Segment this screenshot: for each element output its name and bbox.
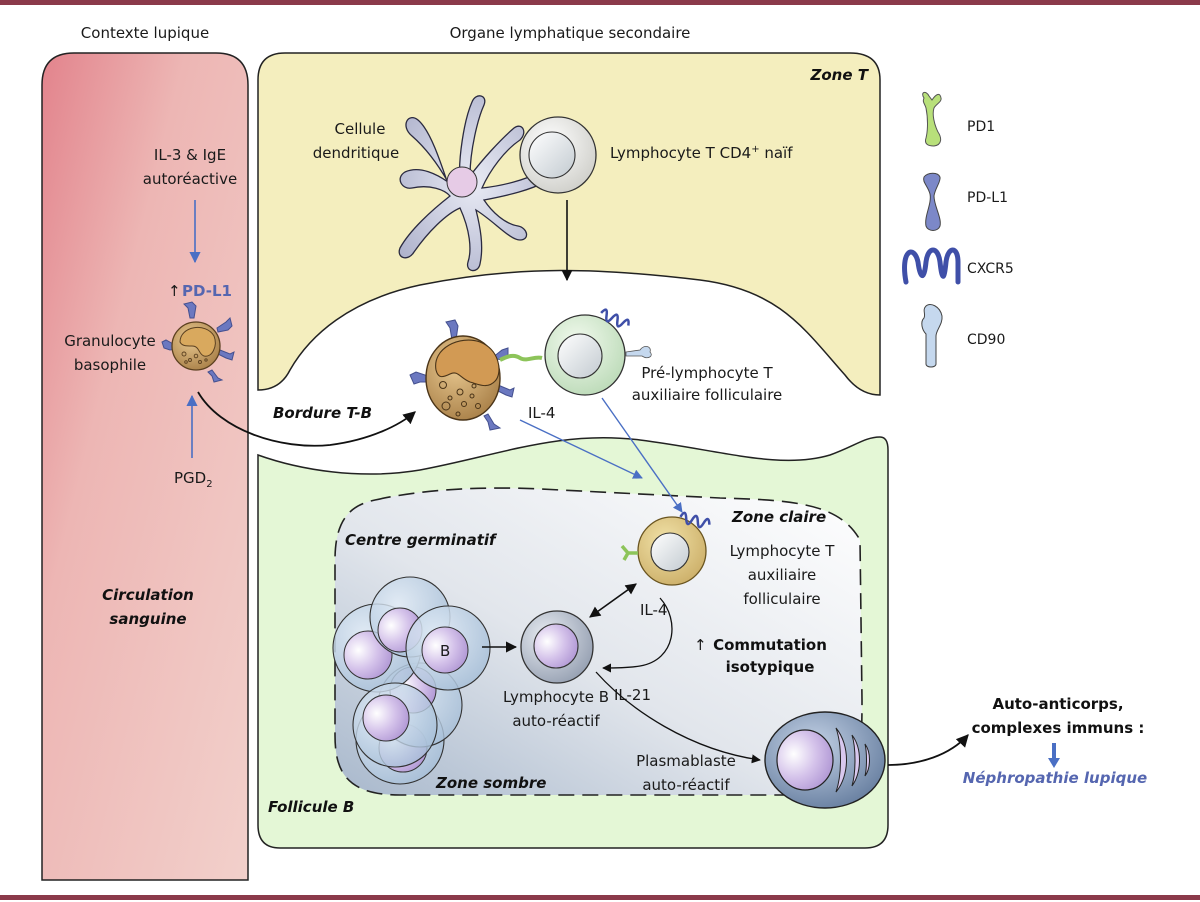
outcome-result: Néphropathie lupique bbox=[963, 769, 1147, 787]
germinal-center-label: Centre germinatif bbox=[345, 531, 498, 549]
naive-t-superscript: + bbox=[751, 144, 759, 155]
bottom-frame-line bbox=[0, 895, 1200, 900]
commutation-label-line1: Commutation bbox=[713, 636, 827, 654]
pre-tfh-label-line1: Pré-lymphocyte T bbox=[641, 364, 773, 382]
cxcr5-receptor-icon bbox=[902, 247, 961, 285]
pdl1-up-arrow: ↑ bbox=[168, 282, 181, 300]
legend-label-pd1: PD1 bbox=[967, 119, 995, 135]
tfh-cell bbox=[620, 511, 711, 586]
commutation-up-arrow: ↑ bbox=[694, 636, 707, 654]
pgd2-subscript: 2 bbox=[206, 479, 212, 490]
il4-border-label: IL-4 bbox=[528, 404, 555, 422]
circulation-label-line1: Circulation bbox=[102, 586, 194, 604]
outcome-line2: complexes immuns : bbox=[972, 719, 1145, 737]
pre-tfh-cell bbox=[544, 308, 652, 396]
b-marker-label: B bbox=[440, 642, 450, 660]
b-cell-label-line1: Lymphocyte B bbox=[503, 688, 609, 706]
migration-arrow bbox=[197, 391, 416, 447]
il4-feedback-arrow bbox=[602, 597, 673, 673]
legend-label-cxcr5: CXCR5 bbox=[967, 261, 1014, 277]
naive-t-cell bbox=[519, 116, 597, 194]
b-cell-label-line2: auto-réactif bbox=[512, 712, 600, 730]
pd1-receptor-icon bbox=[922, 91, 942, 147]
dendritic-cell-label-line1: Cellule bbox=[335, 120, 386, 138]
follicle-b-label: Follicule B bbox=[268, 798, 354, 816]
t-zone-panel bbox=[257, 52, 881, 396]
outcome-down-arrow bbox=[1048, 743, 1060, 768]
header-lupus-context: Contexte lupique bbox=[81, 24, 209, 42]
bordure-tb-label: Bordure T-B bbox=[273, 404, 372, 422]
legend-label-pdl1: PD-L1 bbox=[967, 190, 1008, 206]
pd1-on-tfh bbox=[620, 544, 638, 561]
zone-t-label: Zone T bbox=[810, 66, 870, 84]
naive-t-label: Lymphocyte T CD4+ naïf bbox=[610, 144, 793, 162]
plasmablast-to-outcome-arrow bbox=[887, 734, 969, 766]
tfh-label-line3: folliculaire bbox=[743, 590, 820, 608]
germinal-center-region bbox=[334, 487, 863, 796]
dark-zone-b-cell-cluster: B bbox=[332, 576, 491, 785]
plasmablast-label-line2: auto-réactif bbox=[642, 776, 730, 794]
stimulus-label-line1: IL-3 & IgE bbox=[154, 146, 226, 164]
dark-zone-label: Zone sombre bbox=[435, 774, 546, 792]
cxcr5-on-pre-tfh bbox=[600, 308, 630, 328]
tfh-label-line2: auxiliaire bbox=[748, 566, 817, 584]
b-tfh-interaction-arrow bbox=[589, 583, 637, 618]
legend-label-cd90: CD90 bbox=[967, 332, 1005, 348]
pre-tfh-label-line2: auxiliaire folliculaire bbox=[632, 386, 783, 404]
circulation-label-line2: sanguine bbox=[109, 610, 186, 628]
pdl1-ligand-icon bbox=[923, 172, 941, 231]
top-frame-line bbox=[0, 0, 1200, 5]
basophil-cell-border bbox=[409, 319, 515, 431]
pgd2-main: PGD bbox=[174, 469, 206, 487]
il4-gc-label: IL-4 bbox=[640, 601, 667, 619]
naive-t-suffix: naïf bbox=[760, 144, 794, 162]
naive-t-main: Lymphocyte T CD4 bbox=[610, 144, 751, 162]
plasmablast-label-line1: Plasmablaste bbox=[636, 752, 736, 770]
b-to-plasmablast-arrow bbox=[595, 671, 761, 764]
basophil-cell-blood bbox=[161, 301, 235, 383]
autoreactive-b-cell bbox=[520, 610, 594, 684]
dendritic-cell-label-line2: dendritique bbox=[313, 144, 399, 162]
pd1-pdl1-interaction bbox=[499, 353, 543, 362]
cxcr5-on-tfh bbox=[679, 511, 711, 529]
cd90-on-pre-tfh bbox=[625, 346, 652, 359]
tfh-label-line1: Lymphocyte T bbox=[730, 542, 836, 560]
commutation-label-line2: isotypique bbox=[726, 658, 815, 676]
legend: PD1 PD-L1 CXCR5 CD90 bbox=[902, 91, 1014, 368]
dendritic-cell bbox=[398, 95, 550, 272]
basophil-label-line2: basophile bbox=[74, 356, 146, 374]
cd90-marker-icon bbox=[921, 303, 943, 368]
plasmablast-cell bbox=[764, 711, 886, 809]
pdl1-up-label: PD-L1 bbox=[182, 282, 232, 300]
header-lymphoid-organ: Organe lymphatique secondaire bbox=[450, 24, 691, 42]
pre-tfh-to-tfh-arrow bbox=[601, 397, 683, 513]
light-zone-label: Zone claire bbox=[731, 508, 826, 526]
stimulus-label-line2: autoréactive bbox=[143, 170, 237, 188]
outcome-line1: Auto-anticorps, bbox=[992, 695, 1123, 713]
il4-to-tfh-arrow bbox=[519, 419, 643, 479]
pgd2-label: PGD2 bbox=[174, 469, 213, 490]
il21-label: IL-21 bbox=[614, 686, 651, 704]
basophil-label-line1: Granulocyte bbox=[64, 332, 156, 350]
